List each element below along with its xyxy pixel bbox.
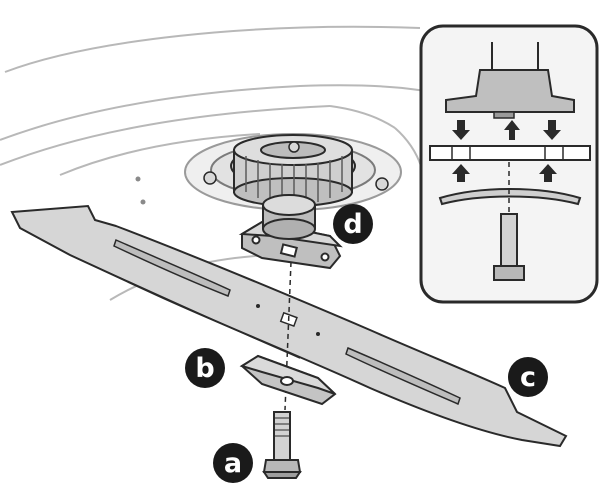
hub-screws <box>203 141 389 191</box>
callout-d-label: d <box>343 209 362 240</box>
callout-c: c <box>508 357 548 397</box>
callout-d: d <box>333 204 373 244</box>
callout-a-label: a <box>224 448 242 479</box>
callout-b-label: b <box>195 353 214 384</box>
detail-inset <box>419 24 599 304</box>
blade-adapter <box>238 194 343 270</box>
assembly-axis <box>284 261 292 411</box>
callout-a: a <box>213 443 253 483</box>
washer-plate <box>239 354 337 406</box>
callout-b: b <box>185 348 225 388</box>
bolt <box>262 411 302 479</box>
motor-hub <box>184 133 402 211</box>
callout-c-label: c <box>520 362 536 393</box>
